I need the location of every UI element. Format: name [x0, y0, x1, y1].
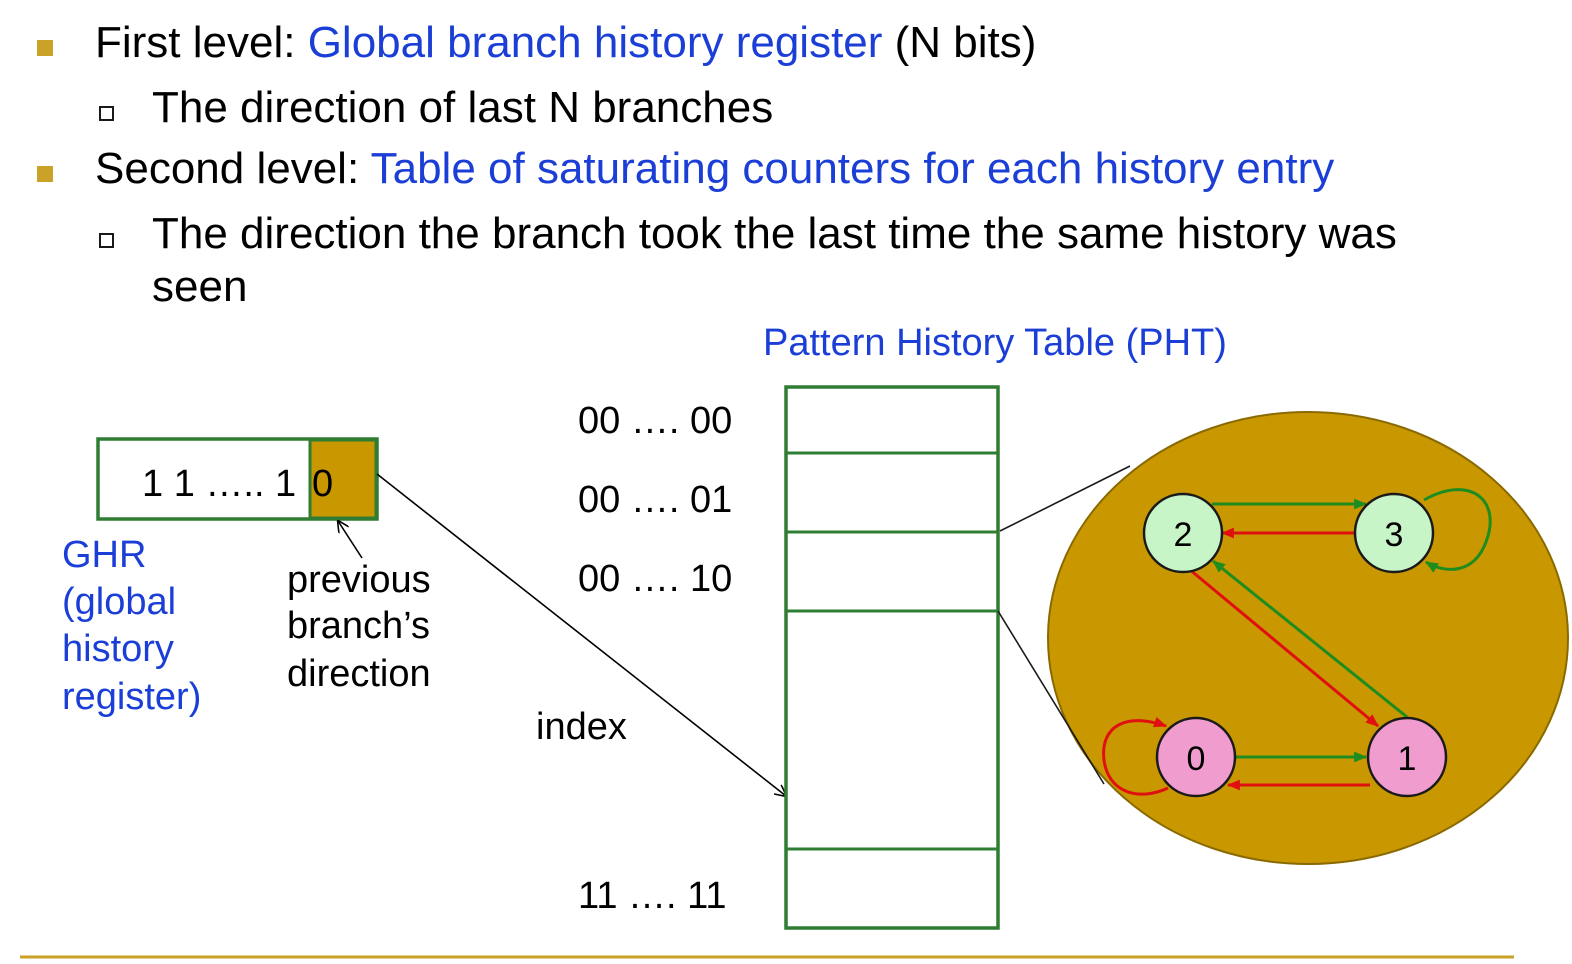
ghr-label-line: (global — [62, 581, 177, 623]
bullet-highlight: Global branch history register — [307, 18, 883, 67]
pht-index-label: 00 …. 10 — [578, 558, 733, 600]
ghr-value-bits: 1 1 ….. 1 — [142, 463, 296, 505]
bullet-second-level: Second level: Table of saturating counte… — [95, 144, 1334, 194]
pht-index-label: 00 …. 00 — [578, 400, 733, 442]
bullet-first-level: First level: Global branch history regis… — [95, 18, 1036, 68]
transition-2-to-1 — [1188, 567, 1379, 728]
zoom-line-top — [999, 465, 1131, 532]
index-arrow — [376, 473, 786, 796]
bullet-prefix: Second level: — [95, 144, 371, 193]
transition-0-self-loop — [1102, 716, 1169, 796]
sub-bullet-text: The direction of last N branches — [152, 83, 774, 132]
state-label: 1 — [1398, 740, 1417, 778]
state-label: 3 — [1385, 516, 1404, 554]
pht-table — [784, 385, 1000, 930]
ghr-last-bit: 0 — [312, 463, 333, 505]
sub-bullet-text: The direction the branch took the last t… — [152, 209, 1397, 258]
ghr-label-line: register) — [62, 676, 202, 718]
pht-title: Pattern History Table (PHT) — [763, 322, 1227, 364]
sub-bullet-marker — [99, 233, 114, 248]
ghr-label-line: GHR — [62, 534, 147, 576]
bullet-prefix: First level: — [95, 18, 308, 67]
prev-direction-label-line: direction — [287, 653, 431, 695]
bullet-marker — [37, 166, 53, 182]
state-node — [1155, 716, 1237, 798]
transition-1-to-2 — [1212, 559, 1408, 719]
state-1: 1 — [1366, 716, 1448, 798]
bullet-highlight: Table of saturating counters for each hi… — [370, 144, 1335, 193]
index-label: index — [536, 706, 627, 748]
zoom-line-bottom — [997, 610, 1105, 785]
state-label: 0 — [1187, 740, 1206, 778]
pht-index-label: 00 …. 01 — [578, 479, 733, 521]
bullet-marker — [37, 40, 53, 56]
bullet-suffix: (N bits) — [882, 18, 1037, 67]
state-node — [1366, 716, 1448, 798]
state-node — [1142, 492, 1224, 574]
pht-index-label: 11 …. 11 — [578, 875, 727, 917]
state-label: 2 — [1174, 516, 1193, 554]
sub-bullet-text-continued: seen — [152, 262, 248, 311]
ghr-last-bit-cell — [308, 438, 378, 520]
prev-direction-label-line: branch’s — [287, 605, 430, 647]
transition-3-self-loop — [1423, 488, 1492, 573]
prev-direction-label-line: previous — [287, 559, 431, 601]
state-node — [1353, 492, 1435, 574]
state-0: 0 — [1155, 716, 1237, 798]
sub-bullet-marker — [99, 106, 114, 121]
prev-direction-arrow — [338, 521, 363, 559]
ghr-label-line: history — [62, 628, 174, 670]
state-3: 3 — [1353, 492, 1435, 574]
state-2: 2 — [1142, 492, 1224, 574]
